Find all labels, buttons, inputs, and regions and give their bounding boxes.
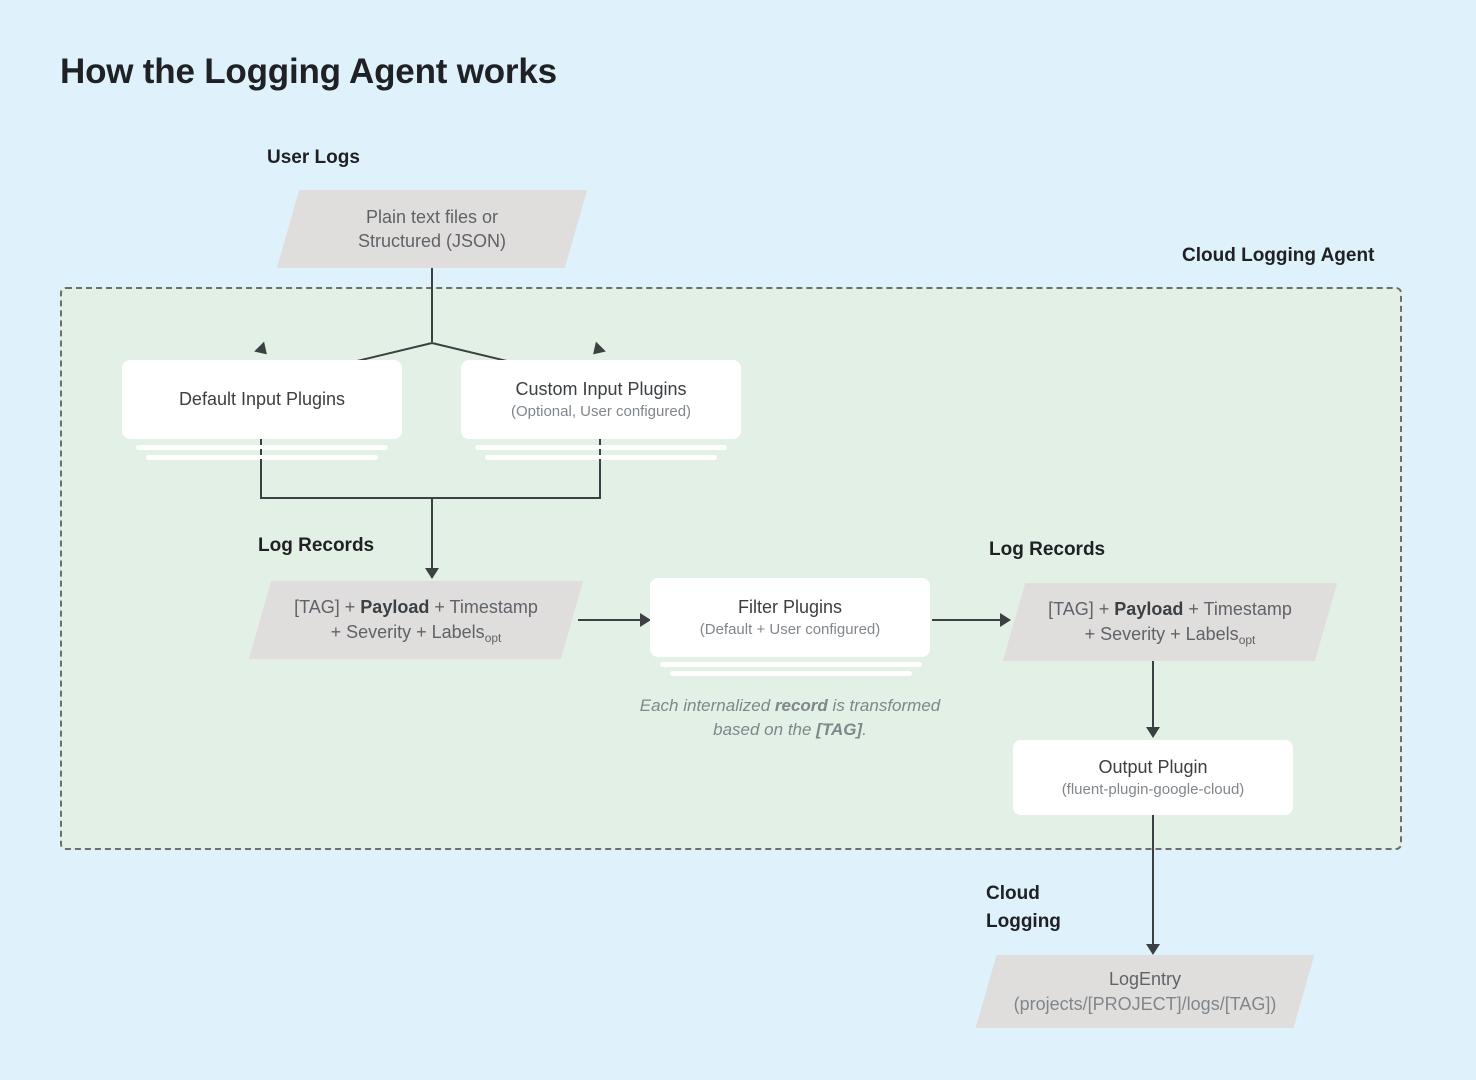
label-cloud-logging-agent: Cloud Logging Agent: [1182, 245, 1375, 266]
caption-part2: is transformed based on the: [713, 696, 941, 739]
arrowhead-merge-to-record: [425, 568, 439, 579]
node-user-logs-source: Plain text files or Structured (JSON): [276, 190, 588, 268]
custom-input-plugins-title: Custom Input Plugins: [515, 379, 687, 400]
label-cloud-logging: Cloud Logging: [986, 883, 1061, 932]
node-record-left: [TAG] + Payload + Timestamp + Severity +…: [248, 581, 584, 659]
caption-bold1: record: [774, 696, 828, 715]
connector-default-plugins-dashed: [260, 439, 262, 465]
output-plugin-subtitle: (fluent-plugin-google-cloud): [1061, 780, 1245, 798]
filter-plugins-subtitle: (Default + User configured): [699, 620, 881, 638]
connector-custom-plugins-dashed: [599, 439, 601, 465]
connector-filter-to-record-right: [932, 619, 1002, 621]
default-input-plugins-stack-2: [146, 455, 378, 460]
page-title: How the Logging Agent works: [60, 52, 557, 91]
node-log-entry: LogEntry (projects/[PROJECT]/logs/[TAG]): [975, 955, 1315, 1028]
custom-input-plugins-subtitle: (Optional, User configured): [510, 402, 692, 420]
arrowhead-record-to-filter: [640, 613, 651, 627]
filter-plugins-stack-2: [670, 671, 912, 676]
arrowhead-filter-to-record-right: [1000, 613, 1011, 627]
user-logs-source-shape: [276, 190, 588, 268]
arrowhead-record-right-to-output: [1146, 727, 1160, 738]
default-input-plugins-stack-1: [136, 445, 388, 450]
connector-record-right-to-output: [1152, 661, 1154, 729]
connector-merge-bar: [260, 497, 601, 499]
connector-default-plugins-down: [260, 465, 262, 498]
connector-record-to-filter: [578, 619, 642, 621]
record-right-shape: [1002, 583, 1338, 661]
custom-input-plugins-stack-2: [485, 455, 717, 460]
connector-custom-plugins-down: [599, 465, 601, 498]
connector-merge-to-record: [431, 497, 433, 570]
record-left-shape: [248, 581, 584, 659]
caption-part1: Each internalized: [639, 696, 775, 715]
log-entry-shape: [975, 955, 1315, 1028]
filter-plugins-title: Filter Plugins: [737, 597, 843, 618]
node-output-plugin[interactable]: Output Plugin (fluent-plugin-google-clou…: [1013, 740, 1293, 815]
node-filter-plugins[interactable]: Filter Plugins (Default + User configure…: [650, 578, 930, 657]
node-custom-input-plugins[interactable]: Custom Input Plugins (Optional, User con…: [461, 360, 741, 439]
default-input-plugins-title: Default Input Plugins: [178, 389, 346, 410]
output-plugin-title: Output Plugin: [1098, 757, 1208, 778]
caption-part3: .: [862, 719, 867, 739]
label-log-records-left: Log Records: [258, 535, 375, 556]
connector-userlogs-to-fork: [431, 268, 433, 342]
arrowhead-output-to-logentry: [1146, 944, 1160, 955]
filter-plugins-caption: Each internalized record is transformed …: [620, 694, 960, 742]
filter-plugins-stack-1: [660, 662, 922, 667]
node-record-right: [TAG] + Payload + Timestamp + Severity +…: [1002, 583, 1338, 661]
custom-input-plugins-stack-1: [475, 445, 727, 450]
caption-bold2: [TAG]: [816, 719, 863, 739]
node-default-input-plugins[interactable]: Default Input Plugins: [122, 360, 402, 439]
label-user-logs: User Logs: [267, 147, 360, 168]
label-log-records-right: Log Records: [989, 539, 1106, 560]
connector-output-to-logentry: [1152, 815, 1154, 948]
